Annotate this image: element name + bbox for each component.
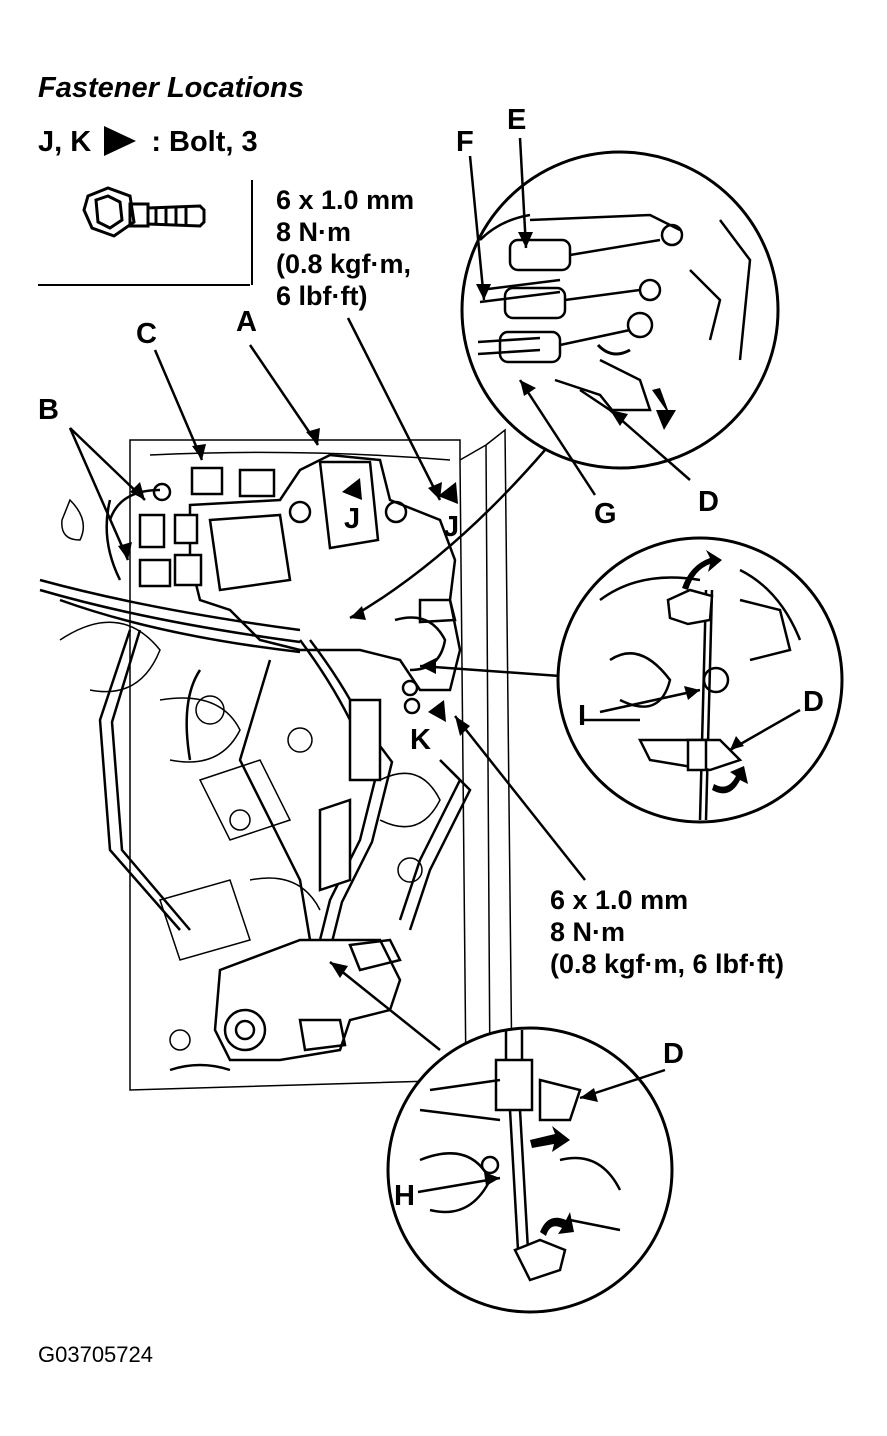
callout-j-left: J — [344, 503, 361, 535]
lock-actuator — [188, 453, 462, 715]
callout-j-right: J — [443, 511, 460, 543]
torque-spec-bottom: 6 x 1.0 mm 8 N·m (0.8 kgf·m, 6 lbf·ft) — [550, 885, 784, 979]
fastener-legend: J, K : Bolt, 3 — [38, 126, 258, 159]
leader-arrowheads — [118, 428, 470, 978]
torque-spec-top: 6 x 1.0 mm 8 N·m (0.8 kgf·m, 6 lbf·ft) — [276, 185, 415, 311]
callout-h: H — [394, 1180, 415, 1212]
leader-lines — [68, 317, 586, 1051]
callout-c: C — [136, 318, 157, 350]
callout-a: A — [236, 306, 257, 338]
detail-circle-cables — [460, 150, 780, 470]
callout-d-middle: D — [803, 686, 824, 718]
triangle-pointer-icon — [104, 126, 136, 156]
page-title: Fastener Locations — [38, 72, 304, 104]
callout-d-top: D — [698, 486, 719, 518]
bolt-marker-icons — [342, 478, 458, 722]
arrow-right-icon — [530, 1126, 570, 1152]
legend-prefix: J, K — [38, 126, 92, 158]
cable-harness — [39, 488, 472, 943]
rotate-arrow-icon — [540, 1212, 574, 1236]
latch-assembly — [169, 938, 402, 1072]
detail-circle-rod-i — [556, 536, 844, 824]
callout-b: B — [38, 394, 59, 426]
door-panel — [59, 428, 513, 1091]
circle1-arrowheads — [476, 232, 628, 426]
callout-g: G — [594, 498, 617, 530]
circle1-leaders — [468, 137, 691, 496]
callout-f: F — [456, 126, 474, 158]
circle3-arrowheads — [484, 1088, 598, 1186]
callout-e: E — [507, 104, 527, 136]
rotate-arrow-up-icon — [682, 550, 722, 590]
bolt-icon — [82, 186, 206, 238]
rotate-arrow-right-icon — [712, 766, 748, 794]
connector-c — [138, 466, 276, 588]
detail-circle-rod-h — [386, 1026, 674, 1314]
figure-code: G03705724 — [38, 1342, 153, 1367]
callout-k: K — [410, 724, 431, 756]
legend-text: : Bolt, 3 — [151, 126, 258, 158]
callout-d-bottom: D — [663, 1038, 684, 1070]
callout-i: I — [578, 700, 587, 732]
circle2-arrowheads — [684, 686, 744, 750]
arrow-down-icon — [652, 388, 676, 430]
